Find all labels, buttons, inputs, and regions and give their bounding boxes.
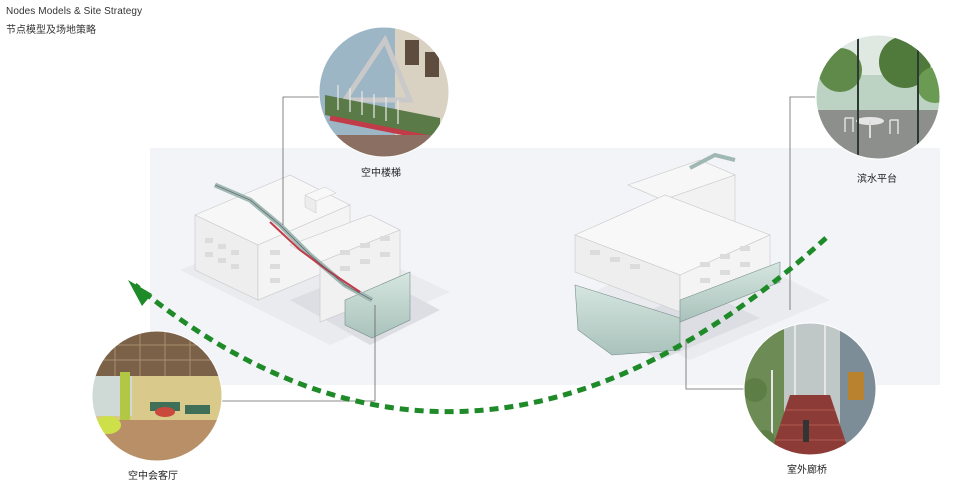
node-photo-sky-lounge	[91, 330, 223, 462]
circulation-arrow	[128, 236, 828, 415]
leader-line-sky-lounge	[222, 305, 376, 402]
node-photo-waterfront-platform	[815, 34, 941, 160]
node-photo-sky-stair	[318, 26, 450, 158]
building-model-left	[194, 174, 440, 345]
node-photo-outdoor-corridor-bridge	[743, 322, 877, 456]
node-label-outdoor-corridor-bridge: 室外廊桥	[787, 465, 827, 476]
node-label-waterfront-platform: 滨水平台	[857, 174, 897, 185]
leader-line-waterfront-platform	[789, 96, 815, 310]
building-model-right	[574, 152, 781, 360]
arrow-head	[128, 280, 152, 306]
diagram-title-english: Nodes Models & Site Strategy	[6, 6, 143, 17]
leader-line-outdoor-corridor-bridge	[685, 340, 744, 390]
diagram-title-chinese: 节点模型及场地策略	[6, 25, 96, 36]
node-label-sky-stair: 空中楼梯	[361, 168, 401, 179]
node-label-sky-lounge: 空中会客厅	[128, 471, 178, 482]
